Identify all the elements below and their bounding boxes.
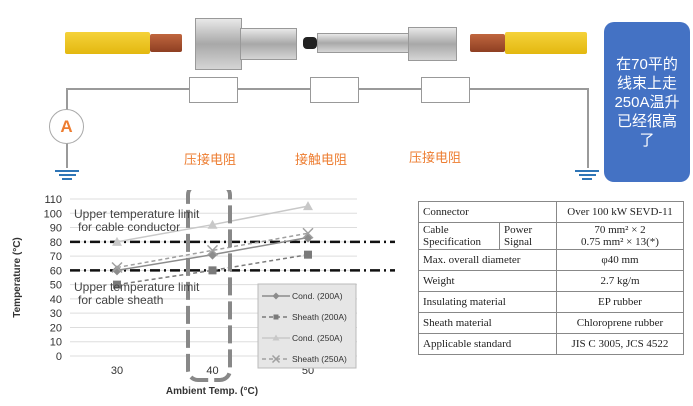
data-point xyxy=(271,354,281,364)
y-tick-label: 10 xyxy=(50,337,62,349)
data-point xyxy=(111,261,123,274)
highlight-40c xyxy=(186,190,232,382)
y-tick-label: 50 xyxy=(50,280,62,292)
circuit-wire-right xyxy=(587,88,589,168)
ammeter: A xyxy=(49,109,84,144)
y-tick-label: 110 xyxy=(44,194,62,206)
data-point xyxy=(303,201,313,211)
resistor-label: 接触电阻 xyxy=(295,152,348,167)
series-line xyxy=(116,253,309,286)
y-tick-label: 70 xyxy=(50,251,62,263)
connector-receptacle-body xyxy=(240,28,297,60)
resistor-crimp-right xyxy=(421,77,470,103)
limit-label: Upper temperature limit xyxy=(74,207,200,221)
connector-plug-tip xyxy=(303,37,317,49)
legend-entry: Cond. (250A) xyxy=(292,333,343,343)
data-point xyxy=(112,236,122,246)
row-label: Sheath material xyxy=(418,312,557,334)
resistor-crimp-left xyxy=(189,77,238,103)
legend-entry: Sheath (250A) xyxy=(292,354,347,364)
legend-entry: Sheath (200A) xyxy=(292,312,347,322)
row-value: φ40 mm xyxy=(556,249,684,271)
data-point xyxy=(272,334,280,341)
y-axis-title: Temperature (°C) xyxy=(12,237,23,318)
row-label: Connector xyxy=(418,201,557,223)
value-signal: 0.75 mm² × 13(*) xyxy=(581,236,659,248)
data-point xyxy=(206,244,219,256)
circuit-wire-left xyxy=(66,88,68,110)
cable-left-conductor xyxy=(150,34,182,52)
note-text: 在70平的线束上走250A温升已经很高了 xyxy=(614,55,680,149)
sub-signal: Signal xyxy=(504,236,533,248)
ground-icon xyxy=(55,168,79,182)
data-point xyxy=(304,250,312,259)
limit-label: for cable sheath xyxy=(78,293,163,307)
value-power: 70 mm² × 2 xyxy=(594,224,646,236)
row-value: EP rubber xyxy=(556,291,684,313)
y-tick-label: 80 xyxy=(50,237,62,249)
limit-label: for cable conductor xyxy=(78,220,180,234)
y-tick-label: 20 xyxy=(50,322,62,334)
data-point xyxy=(272,292,280,300)
resistor-label: 压接电阻 xyxy=(409,150,462,165)
cable-right-conductor xyxy=(470,34,505,52)
limit-label: Upper temperature limit xyxy=(74,280,200,294)
data-point xyxy=(113,280,121,289)
y-tick-label: 100 xyxy=(44,208,62,220)
row-label: Applicable standard xyxy=(418,333,557,355)
resistor-label: 压接电阻 xyxy=(184,152,237,167)
ammeter-label: A xyxy=(60,116,73,136)
sub-power: Power xyxy=(504,224,533,236)
ground-icon xyxy=(575,168,599,182)
cable-left xyxy=(65,32,150,54)
row-label: Cable Specification xyxy=(418,222,500,250)
row-label: Weight xyxy=(418,270,557,292)
row-value: Over 100 kW SEVD-11 xyxy=(556,201,684,223)
series-line xyxy=(116,232,309,269)
y-tick-label: 40 xyxy=(50,294,62,306)
legend-entry: Cond. (200A) xyxy=(292,291,343,301)
cable-right xyxy=(505,32,587,54)
data-point xyxy=(302,227,314,239)
data-point xyxy=(112,265,122,276)
connector-plug-body xyxy=(408,27,457,61)
y-tick-label: 60 xyxy=(50,265,62,277)
connector-receptacle xyxy=(195,18,242,70)
resistor-contact xyxy=(310,77,359,103)
row-value: Chloroprene rubber xyxy=(556,312,684,334)
connector-plug xyxy=(317,33,411,53)
circuit-wire-left-lower xyxy=(66,143,68,168)
y-tick-label: 90 xyxy=(50,223,62,235)
x-tick-label: 40 xyxy=(206,365,218,377)
y-tick-label: 30 xyxy=(50,308,62,320)
data-point xyxy=(208,266,217,275)
note-callout: 在70平的线束上走250A温升已经很高了 xyxy=(604,22,690,182)
data-point xyxy=(273,314,279,320)
data-point xyxy=(207,219,218,229)
x-tick-label: 30 xyxy=(111,365,123,377)
row-value: 2.7 kg/m xyxy=(556,270,684,292)
legend-box xyxy=(257,283,357,369)
x-axis-title: Ambient Temp. (°C) xyxy=(166,386,258,397)
y-tick-label: 0 xyxy=(56,351,62,363)
row-value: JIS C 3005, JCS 4522 xyxy=(556,333,684,355)
row-label: Max. overall diameter xyxy=(418,249,557,271)
row-label: Insulating material xyxy=(418,291,557,313)
